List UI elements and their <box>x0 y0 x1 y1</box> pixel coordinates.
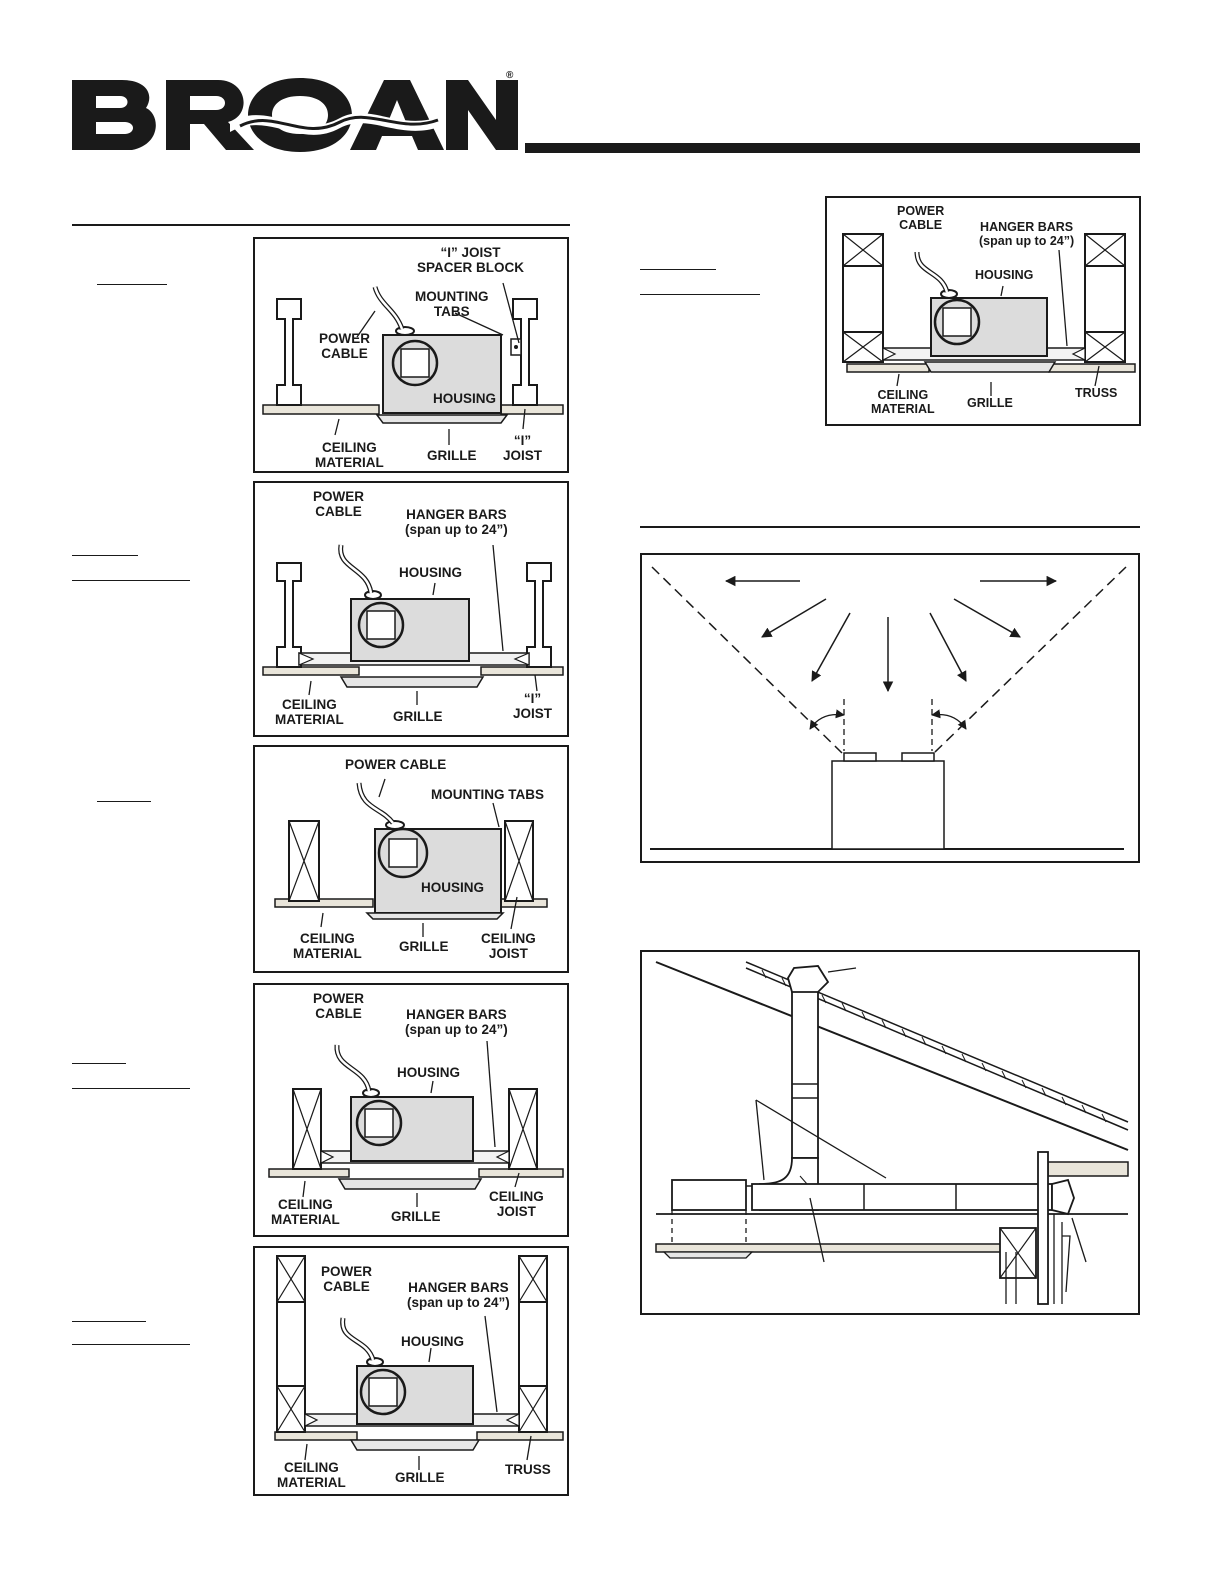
label-ceiling-material: CEILING MATERIAL <box>275 697 344 727</box>
label-power-cable: POWER CABLE <box>313 489 365 519</box>
text-underline <box>640 269 716 270</box>
label-housing: HOUSING <box>975 268 1034 282</box>
label-power-cable: POWER CABLE <box>313 991 365 1021</box>
label-grille: GRILLE <box>967 396 1013 410</box>
label-housing: HOUSING <box>397 1065 461 1080</box>
label-i-joist: “I” JOIST <box>513 691 553 721</box>
label-housing: HOUSING <box>401 1334 465 1349</box>
label-power-cable: POWER CABLE <box>321 1264 373 1294</box>
text-underline <box>72 555 138 556</box>
text-underline <box>72 1063 126 1064</box>
label-hanger-bars: HANGER BARS (span up to 24”) <box>407 1280 510 1310</box>
right-section-rule <box>640 526 1140 528</box>
figure-joist-mounting-tabs: POWER CABLE MOUNTING TABS HOUSING CEILIN… <box>253 745 569 973</box>
label-ceiling-material: CEILING MATERIAL <box>871 388 935 416</box>
text-underline <box>97 284 167 285</box>
label-joist-spacer: “I” JOIST SPACER BLOCK <box>417 245 525 275</box>
label-power-cable: POWER CABLE <box>345 757 447 772</box>
label-ceiling-material: CEILING MATERIAL <box>271 1197 340 1227</box>
brand-logo <box>70 70 520 160</box>
label-ceiling-material: CEILING MATERIAL <box>293 931 362 961</box>
label-housing: HOUSING <box>433 391 497 406</box>
figure-truss-hanger-bars: POWER CABLE HANGER BARS (span up to 24”)… <box>253 1246 569 1496</box>
label-ceiling-material: CEILING MATERIAL <box>277 1460 346 1490</box>
label-mounting-tabs: MOUNTING TABS <box>415 289 489 319</box>
label-grille: GRILLE <box>427 448 477 463</box>
label-i-joist: “I” JOIST <box>503 433 543 463</box>
label-grille: GRILLE <box>399 939 449 954</box>
text-underline <box>72 1321 146 1322</box>
figure-dispersion-cone <box>640 553 1140 863</box>
figure-truss-hanger-bars-top: POWER CABLE HANGER BARS (span up to 24”)… <box>825 196 1141 426</box>
label-ceiling-joist: CEILING JOIST <box>481 931 536 961</box>
label-power-cable: POWER CABLE <box>897 204 945 232</box>
label-hanger-bars: HANGER BARS (span up to 24”) <box>405 1007 508 1037</box>
label-truss: TRUSS <box>1075 386 1118 400</box>
figure-i-joist-mounting-tabs: “I” JOIST SPACER BLOCK MOUNTING TABS POW… <box>253 237 569 473</box>
label-power-cable: POWER CABLE <box>319 331 371 361</box>
figure-roof-duct-routing <box>640 950 1140 1315</box>
label-hanger-bars: HANGER BARS (span up to 24”) <box>979 220 1075 248</box>
registered-mark: ® <box>506 70 514 81</box>
label-housing: HOUSING <box>421 880 485 895</box>
left-section-rule <box>72 224 570 226</box>
text-underline <box>640 294 760 295</box>
text-underline <box>72 580 190 581</box>
label-ceiling-joist: CEILING JOIST <box>489 1189 544 1219</box>
label-housing: HOUSING <box>399 565 463 580</box>
label-truss: TRUSS <box>505 1462 551 1477</box>
figure-i-joist-hanger-bars: POWER CABLE HANGER BARS (span up to 24”)… <box>253 481 569 737</box>
label-grille: GRILLE <box>391 1209 441 1224</box>
label-mounting-tabs: MOUNTING TABS <box>431 787 544 802</box>
label-ceiling-material: CEILING MATERIAL <box>315 440 384 470</box>
label-grille: GRILLE <box>395 1470 445 1485</box>
text-underline <box>97 801 151 802</box>
text-underline <box>72 1088 190 1089</box>
figure-joist-hanger-bars: POWER CABLE HANGER BARS (span up to 24”)… <box>253 983 569 1237</box>
label-hanger-bars: HANGER BARS (span up to 24”) <box>405 507 508 537</box>
label-grille: GRILLE <box>393 709 443 724</box>
text-underline <box>72 1344 190 1345</box>
header-rule <box>525 143 1140 153</box>
